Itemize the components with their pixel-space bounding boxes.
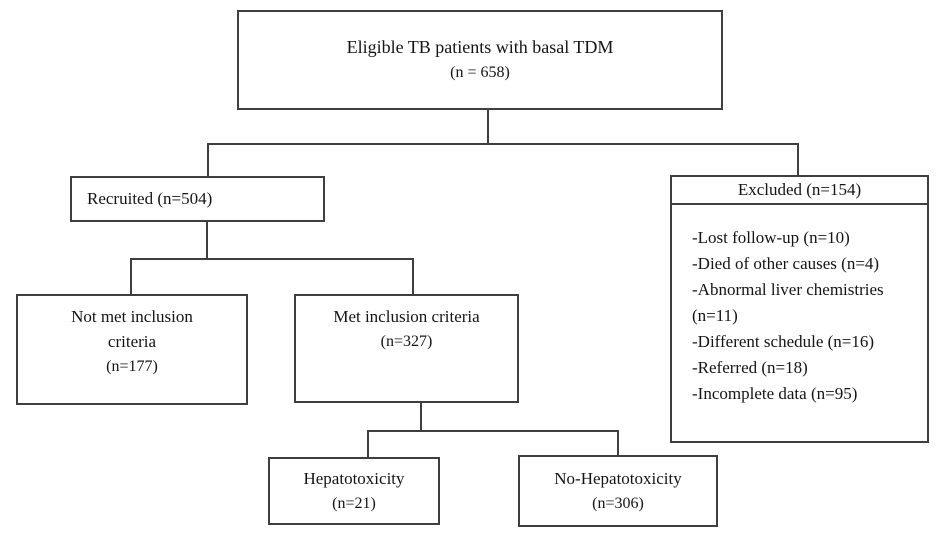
hepatotoxicity-box: Hepatotoxicity (n=21) <box>268 457 440 525</box>
connector-branch-1 <box>207 143 798 145</box>
recruited-box-label: Recruited (n=504) <box>87 189 213 208</box>
met-criteria-count: (n=327) <box>380 333 433 350</box>
eligible-box-count: (n = 658) <box>450 64 510 81</box>
no-hepatotoxicity-count: (n=306) <box>592 495 644 512</box>
excluded-reason: -Died of other causes (n=4) <box>692 254 880 273</box>
excluded-reason-list: -Lost follow-up (n=10) -Died of other ca… <box>672 205 927 407</box>
connector-to-not-met <box>130 258 132 294</box>
not-met-criteria-line1: Not met inclusion <box>71 307 193 326</box>
excluded-box-header: Excluded (n=154) <box>672 177 927 205</box>
connector-recruited-stem <box>206 222 208 259</box>
excluded-reason: -Referred (n=18) <box>692 358 808 377</box>
hepatotoxicity-count: (n=21) <box>332 495 376 512</box>
met-criteria-label: Met inclusion criteria <box>333 307 480 326</box>
met-criteria-box: Met inclusion criteria (n=327) <box>294 294 519 403</box>
not-met-criteria-line2: criteria <box>107 332 157 351</box>
connector-branch-3 <box>367 430 618 432</box>
connector-branch-2 <box>130 258 413 260</box>
connector-top-stem <box>487 110 489 144</box>
eligible-box-title: Eligible TB patients with basal TDM <box>346 37 614 57</box>
excluded-box: Excluded (n=154) -Lost follow-up (n=10) … <box>670 175 929 443</box>
no-hepatotoxicity-box: No-Hepatotoxicity (n=306) <box>518 455 718 527</box>
connector-to-no-hepatotoxicity <box>617 430 619 455</box>
eligible-box: Eligible TB patients with basal TDM (n =… <box>237 10 723 110</box>
no-hepatotoxicity-label: No-Hepatotoxicity <box>554 469 682 488</box>
excluded-reason: -Different schedule (n=16) <box>692 332 875 351</box>
connector-to-excluded <box>797 143 799 175</box>
connector-met-stem <box>420 403 422 431</box>
excluded-reason: -Lost follow-up (n=10) <box>692 228 850 247</box>
excluded-reason: -Abnormal liver chemistries (n=11) <box>692 280 884 325</box>
connector-to-recruited <box>207 143 209 176</box>
connector-to-hepatotoxicity <box>367 430 369 457</box>
connector-to-met <box>412 258 414 294</box>
excluded-reason: -Incomplete data (n=95) <box>692 384 858 403</box>
hepatotoxicity-label: Hepatotoxicity <box>303 469 405 488</box>
not-met-criteria-box: Not met inclusion criteria (n=177) <box>16 294 248 405</box>
recruited-box: Recruited (n=504) <box>70 176 325 222</box>
not-met-criteria-count: (n=177) <box>106 358 158 375</box>
